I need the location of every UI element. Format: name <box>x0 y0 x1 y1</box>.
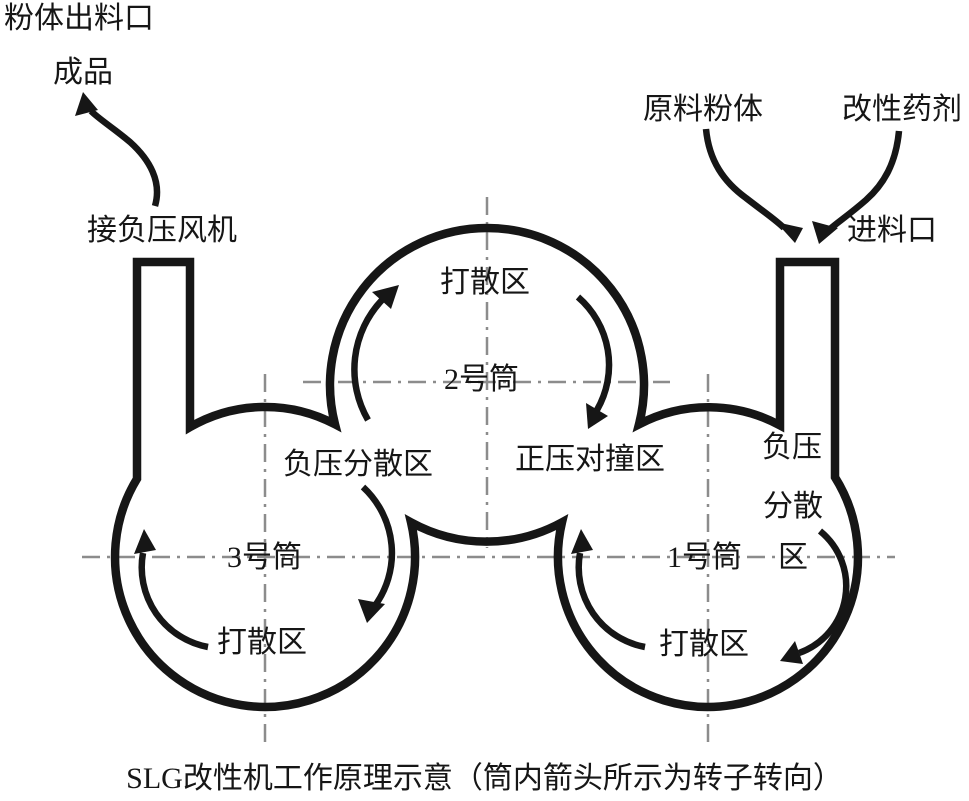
label-positive-collision: 正压对撞区 <box>515 443 665 476</box>
label-cylinder3-name: 3号筒 <box>227 541 302 574</box>
rotor-arrow-cyl2-right <box>575 294 613 412</box>
label-finished-product: 成品 <box>53 56 113 89</box>
label-scatter-zone-cyl1: 打散区 <box>659 628 749 661</box>
diagram-caption: SLG改性机工作原理示意（筒内箭头所示为转子转向） <box>126 762 843 795</box>
rotor-arrows-group <box>138 294 850 657</box>
rotor-arrow-cyl3-left <box>138 552 209 651</box>
raw-powder-arrowhead <box>776 222 803 243</box>
rotor-arrowhead-cyl2-right <box>586 403 608 429</box>
label-cylinder2-name: 2号筒 <box>444 363 519 396</box>
centerlines-group <box>82 197 895 742</box>
label-negative-fan: 接负压风机 <box>87 214 237 247</box>
flow-arrows-group <box>88 108 903 232</box>
rotor-arrow-cyl3-right <box>360 484 396 609</box>
label-scatter-zone-cyl3: 打散区 <box>217 626 307 659</box>
flow-arrowheads-group <box>75 92 838 244</box>
rotor-arrow-cyl1-left <box>575 552 646 651</box>
rotor-arrowheads-group <box>134 285 803 664</box>
rotor-arrowhead-cyl3-left <box>134 529 156 554</box>
modifier-agent-feed-arrow <box>827 130 903 232</box>
label-neg-pressure-line3: 区 <box>778 541 808 574</box>
rotor-arrowhead-cyl2-left <box>372 285 399 309</box>
machine-body-outline <box>110 223 863 712</box>
label-raw-powder: 原料粉体 <box>643 93 763 126</box>
label-cylinder1-name: 1号筒 <box>667 541 742 574</box>
label-neg-disperse-cyl3: 负压分散区 <box>283 448 433 481</box>
label-feed-inlet: 进料口 <box>847 214 937 247</box>
label-neg-pressure-line1: 负压 <box>762 431 822 464</box>
label-powder-outlet: 粉体出料口 <box>4 2 154 35</box>
modifier-agent-arrowhead <box>812 221 838 244</box>
label-modifier-agent: 改性药剂 <box>842 93 962 126</box>
label-neg-pressure-line2: 分散 <box>763 490 823 523</box>
outlet-flow-arrowhead <box>75 92 98 116</box>
raw-powder-feed-arrow <box>702 128 787 231</box>
rotor-arrowhead-cyl1-left <box>571 529 593 554</box>
rotor-arrow-cyl1-right <box>797 528 850 657</box>
outlet-flow-arrow <box>88 108 161 207</box>
label-scatter-zone-cyl2: 打散区 <box>440 266 530 299</box>
rotor-arrow-cyl2-left <box>351 297 385 422</box>
rotor-arrowhead-cyl3-right <box>358 599 385 623</box>
rotor-arrowhead-cyl1-right <box>780 641 803 664</box>
